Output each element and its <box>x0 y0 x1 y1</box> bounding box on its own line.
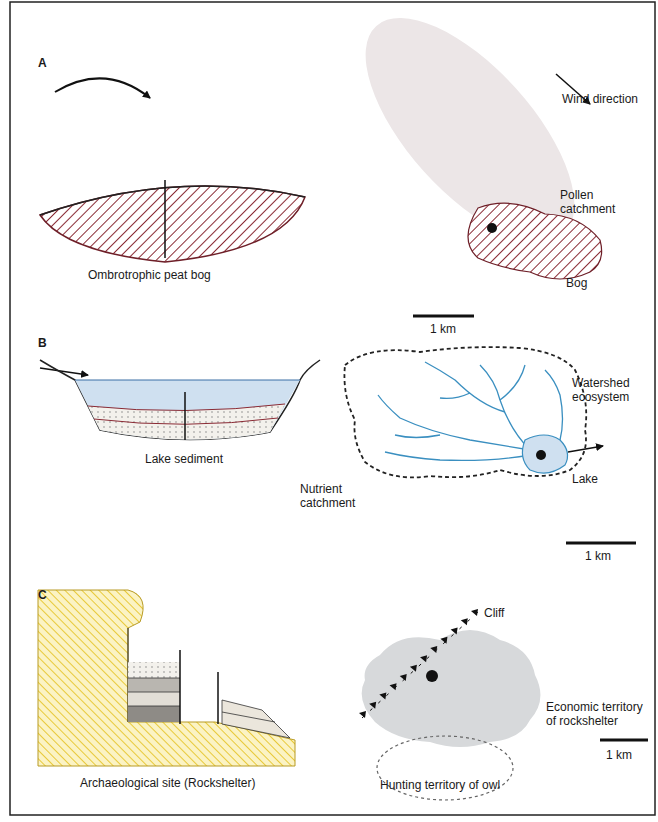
cliff-tick <box>461 618 468 625</box>
map-label: Pollen catchment <box>560 188 640 216</box>
panel-letter: B <box>38 336 58 350</box>
map-label: 1 km <box>606 748 650 762</box>
cliff-tick <box>400 674 407 681</box>
map-label: Archaeological site (Rockshelter) <box>80 776 260 790</box>
cliff-tick <box>451 628 458 635</box>
map-label: Ombrotrophic peat bog <box>88 268 248 282</box>
map-label: Wind direction <box>562 92 642 106</box>
map-label: Lake <box>572 472 612 486</box>
cliff-tick <box>369 702 376 709</box>
map-label: Cliff <box>484 606 534 620</box>
map-label: 1 km <box>430 322 480 336</box>
cliff-tick <box>440 637 447 644</box>
cliff-tick <box>420 655 427 662</box>
map-label: Nutrient catchment <box>300 482 380 510</box>
cliff-tick <box>430 646 437 653</box>
cliff-tick <box>410 665 417 672</box>
panel-letter: A <box>38 56 58 70</box>
map-label: Watershed ecosystem <box>572 376 652 404</box>
map-label: Bog <box>566 276 606 290</box>
cliff-tick <box>379 692 386 699</box>
map-label: 1 km <box>585 549 635 563</box>
cliff-tick <box>359 711 366 718</box>
map-label: Lake sediment <box>145 452 265 466</box>
map-label: Economic territory of rockshelter <box>546 700 646 728</box>
panel-letter: C <box>38 588 58 602</box>
map-label: Hunting territory of owl <box>380 778 520 792</box>
cliff-tick <box>390 683 397 690</box>
cliff-tick <box>471 609 478 616</box>
